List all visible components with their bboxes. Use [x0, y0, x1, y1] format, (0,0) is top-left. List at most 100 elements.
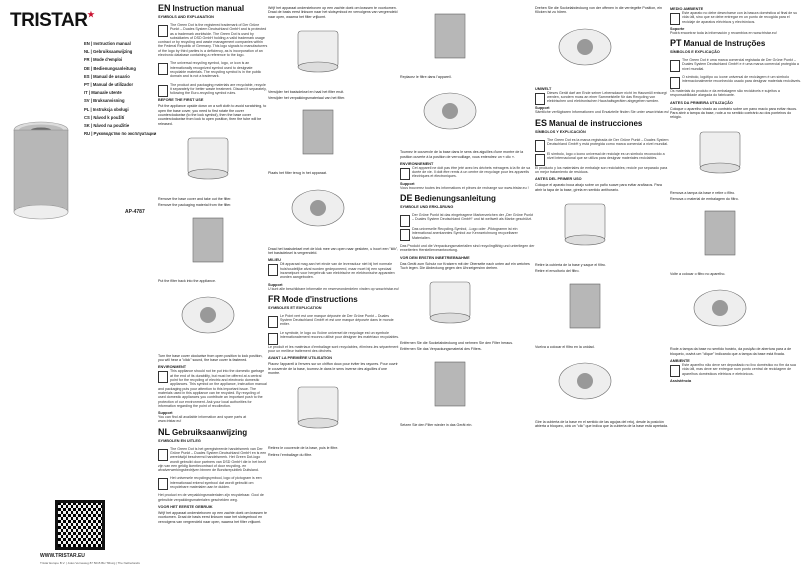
paragraph: Das Produkt und die Verpackungsmateriali… [400, 243, 535, 253]
paragraph: Wrijf het apparaat ondersteboven op een … [268, 6, 398, 19]
paragraph: Coloque o aparelho virado ao contrário s… [670, 106, 798, 120]
step-text: Turn the base cover clockwise from open … [158, 353, 263, 363]
brand-logo: TRISTAR★ [10, 10, 95, 31]
paragraph: Das Gerät zum Schutz vor Kratzern mit de… [400, 261, 530, 270]
step-text: Replacez le filtre dans l'appareil. [400, 75, 452, 79]
paragraph: Het universele recyclingsymbool, logo of… [170, 476, 262, 490]
base-cover-illustration [564, 203, 606, 246]
green-dot-icon [268, 315, 278, 328]
language-item[interactable]: ES | Manual de usuario [84, 73, 130, 79]
paragraph: Wrijf het apparaat ondersteboven op een … [158, 510, 268, 524]
step-text: Verwijder het verpakkingsmateriaal van h… [268, 96, 346, 101]
packaging-recycle-icon [158, 84, 168, 97]
before-first-use-heading: BEFORE THE FIRST USE [158, 98, 204, 103]
lock-illustration [181, 296, 235, 334]
paragraph: El símbolo, logo o icono universal de re… [547, 151, 665, 161]
paragraph: Dit apparaat mag aan het einde van de le… [280, 262, 395, 280]
green-dot-icon [670, 60, 680, 73]
paragraph: Put the appliance upside down on a soft … [158, 104, 267, 126]
base-cover-illustration [297, 386, 339, 429]
before-first-use-heading: ANTES DEL PRIMER USO [535, 177, 582, 182]
green-dot-icon [158, 448, 168, 461]
filter-illustration [569, 283, 601, 328]
paragraph: O símbolo, logótipo ou ícone universal d… [682, 75, 802, 84]
paragraph: Le produit et les matériaux d'emballage … [268, 344, 399, 354]
step-text: Drehen Sie die Sockelabdeckung von der o… [535, 6, 662, 15]
column-fr-de: Replacez le filtre dans l'appareil. Tour… [400, 0, 535, 575]
step-text: Remove the base cover and take out the f… [158, 196, 232, 201]
language-item[interactable]: FR | Mode d'emploi [84, 57, 123, 63]
symbols-heading: SYMBOLES ET EXPLICATION [268, 305, 322, 310]
step-text: Verwijder het basisdeksel en haal het fi… [268, 89, 345, 94]
paragraph: Das universelle Recycling-Symbol, -Logo … [412, 227, 518, 240]
language-item[interactable]: CS | Návod k použití [84, 114, 125, 120]
filter-illustration [434, 361, 466, 407]
symbols-heading: SÍMBOLOS Y EXPLICACIÓN [535, 129, 586, 134]
step-text: Entfernen Sie die Sockelabdeckung und ne… [400, 341, 514, 346]
step-text: Volte a colocar o filtro no aparelho. [670, 272, 726, 277]
filter-illustration [192, 217, 224, 262]
weee-bin-icon [670, 13, 680, 25]
environment-heading: ENVIRONNEMENT [400, 161, 434, 166]
recycle-icon [158, 63, 168, 76]
step-text: Put the filter back into the appliance. [158, 278, 216, 283]
column-de-es: Drehen Sie die Sockelabdeckung von der o… [535, 0, 670, 575]
support-heading: Assistência [670, 378, 692, 383]
paragraph: This appliance should not be put into th… [158, 369, 267, 408]
weee-bin-icon [158, 371, 168, 384]
column-steps-fr: Wrijf het apparaat ondersteboven op een … [268, 0, 400, 575]
recycle-icon [670, 77, 680, 90]
paragraph: El producto y los materiales de embalaje… [535, 165, 668, 175]
language-item[interactable]: IT | Manuale utente [84, 90, 122, 96]
paragraph: The Green Dot is het geregistreerde hand… [158, 446, 267, 473]
support-heading: Support [400, 181, 415, 186]
language-item[interactable]: NL | Gebruiksaanwijzing [84, 49, 133, 55]
website-link[interactable]: WWW.TRISTAR.EU [40, 553, 85, 559]
step-text: Draai het basisdeksel met de klok mee va… [268, 246, 399, 256]
before-first-use-heading: VOOR HET EERSTE GEBRUIK [158, 504, 213, 509]
step-text: Remove the packaging material from the f… [158, 203, 232, 208]
paragraph: Este aparelho não deve ser depositado no… [682, 363, 796, 376]
qr-code[interactable] [55, 500, 105, 550]
paragraph: Sämtliche verfügbaren Informationen und … [535, 110, 670, 115]
language-item[interactable]: SV | Bruksanvisning [84, 98, 125, 104]
step-text: Setzen Sie den Filter wieder in das Gerä… [400, 422, 473, 427]
symbols-heading: SYMBOLS AND EXPLANATION [158, 15, 214, 19]
step-text: Remova o material de embalagem do filtro… [670, 196, 739, 201]
paragraph: You can find all available information a… [158, 415, 247, 424]
before-first-use-heading: AVANT LA PREMIÈRE UTILISATION [268, 356, 332, 361]
weee-bin-icon [670, 365, 680, 378]
cover-panel: TRISTAR★ EN | Instruction manual NL | Ge… [0, 0, 158, 575]
green-dot-icon [400, 215, 410, 228]
before-first-use-heading: VOR DEM ERSTEN INBETRIEBNAHME [400, 255, 470, 260]
paragraph: The Green Dot is the registered trademar… [158, 23, 268, 58]
step-text: Plaats het filter terug in het apparaat. [268, 171, 327, 176]
base-cover-illustration [699, 131, 741, 173]
column-es-pt: MEDIO AMBIENTE Este aparato no debe dese… [670, 0, 802, 575]
language-item[interactable]: RU | Руководство по эксплуатации [84, 131, 157, 137]
green-dot-icon [535, 139, 545, 152]
paragraph: Het product en de verpakkingsmaterialen … [158, 493, 264, 502]
environment-heading: MEDIO AMBIENTE [670, 7, 704, 11]
environment-heading: ENVIRONMENT [158, 365, 187, 370]
paragraph: U kunt alle beschikbare informatie en re… [268, 286, 400, 291]
step-text: Entfernen Sie das Verpackungsmaterial de… [400, 347, 482, 352]
step-text: Remova a tampa da base e retire o filtro… [670, 190, 736, 195]
language-item[interactable]: EN | Instruction manual [84, 41, 131, 46]
step-text: Retirez l'emballage du filtre. [268, 452, 313, 457]
model-number: AP-4787 [125, 209, 145, 215]
lock-illustration [423, 92, 477, 130]
language-item[interactable]: SK | Návod na použitie [84, 123, 130, 129]
paragraph: The universal recycling symbol, logo, or… [170, 61, 262, 79]
support-heading: Support [268, 282, 283, 287]
paragraph: Le Point vert est une marque déposée de … [280, 313, 394, 327]
language-item[interactable]: DE | Bedienungsanleitung [84, 65, 136, 71]
lock-illustration [558, 28, 612, 65]
step-text: Retire la cubierta de la base y saque el… [535, 262, 606, 267]
language-item[interactable]: PT | Manual de utilizador [84, 82, 134, 88]
language-item[interactable]: PL | Instrukcja obsługi [84, 106, 129, 112]
